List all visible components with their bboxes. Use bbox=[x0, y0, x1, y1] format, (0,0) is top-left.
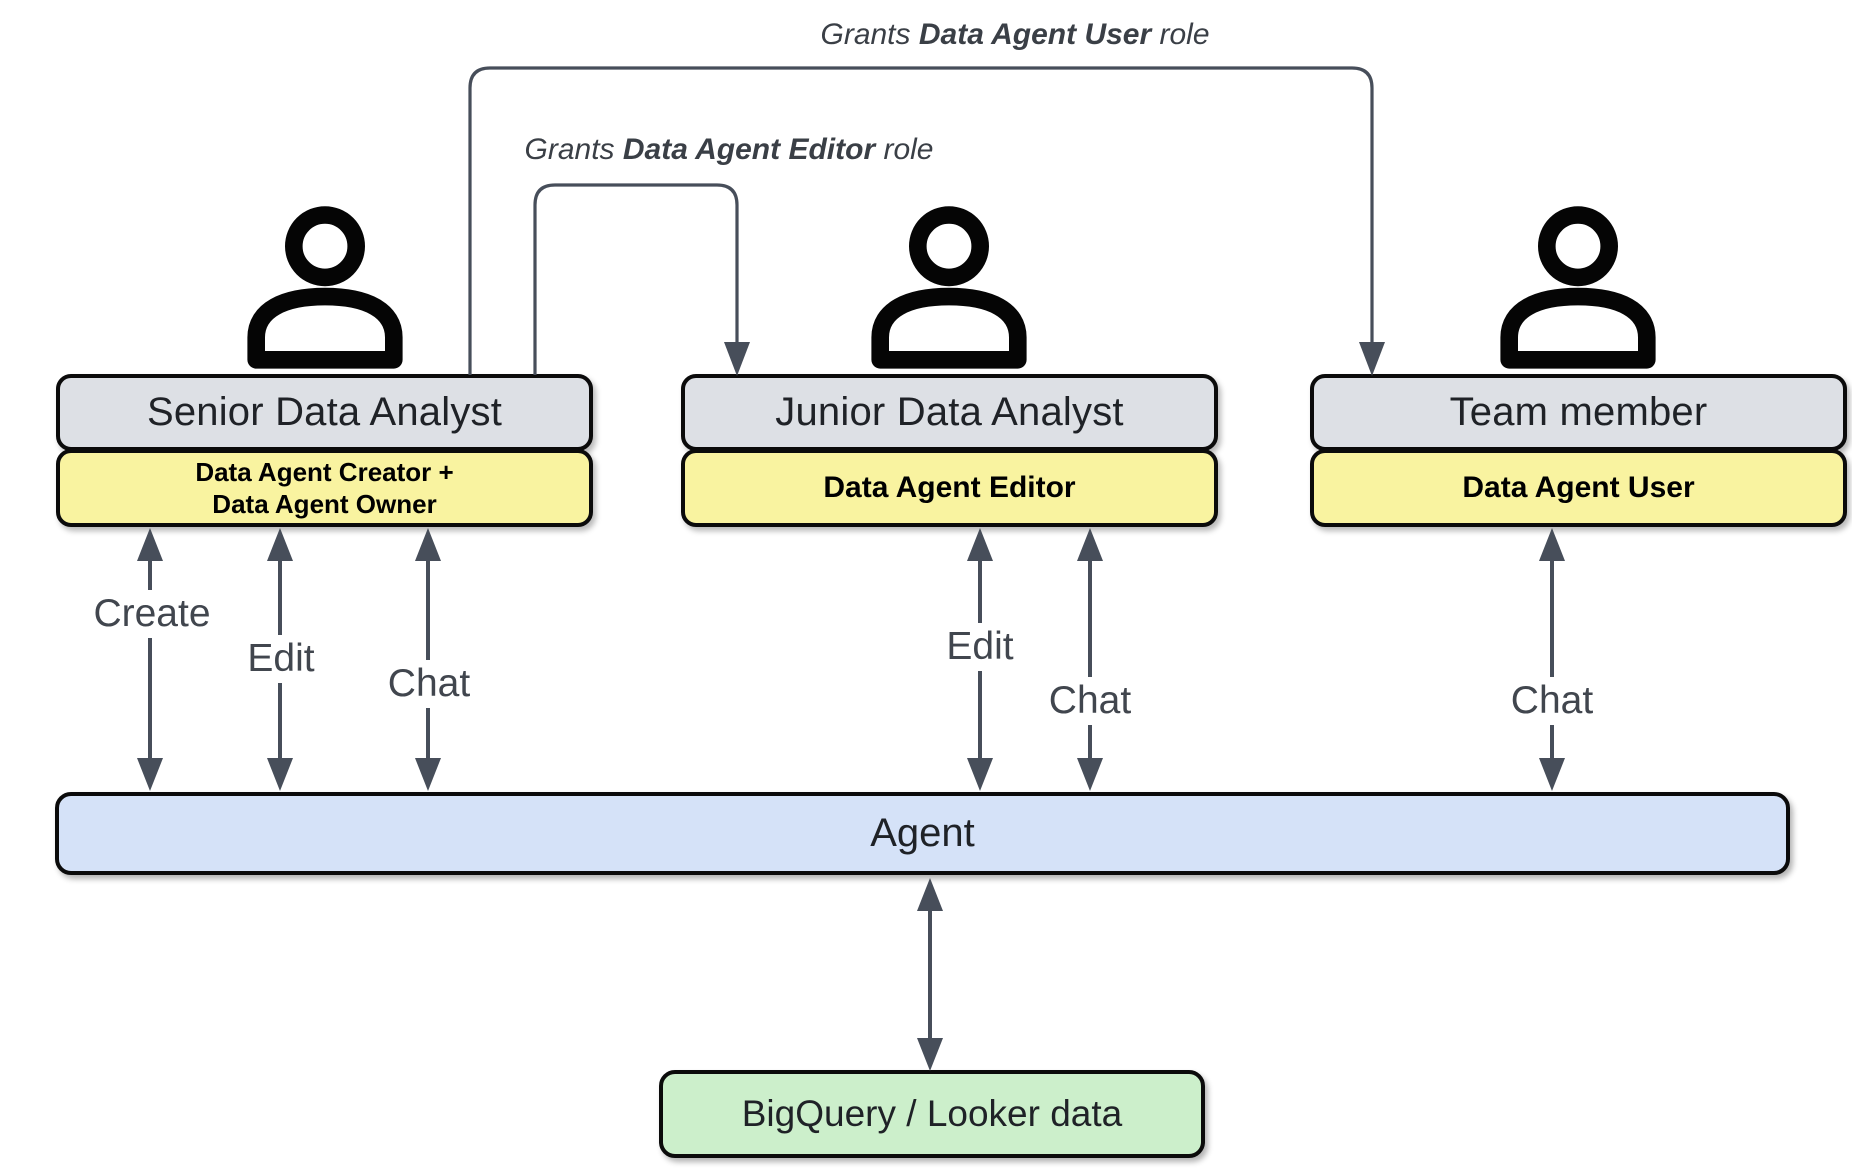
person-icon bbox=[871, 206, 1027, 369]
grant-editor-role-label: Grants Data Agent Editor role bbox=[525, 133, 934, 167]
grant-editor-connector bbox=[533, 183, 750, 376]
person-icon bbox=[1500, 206, 1656, 369]
arrowhead-down-icon bbox=[1359, 342, 1385, 376]
agent-bar: Agent bbox=[55, 792, 1790, 875]
grant-user-role-label: Grants Data Agent User role bbox=[820, 18, 1209, 52]
actor-box-senior-data-analyst: Senior Data Analyst bbox=[56, 374, 593, 451]
role-badge-line: Data Agent Creator + bbox=[195, 456, 454, 487]
action-label-chat-team: Chat bbox=[1503, 677, 1601, 725]
grant-label-text: Grants bbox=[820, 18, 919, 51]
actor-name: Senior Data Analyst bbox=[146, 390, 503, 434]
role-badge-line: Data Agent Editor bbox=[823, 471, 1076, 504]
grant-label-role: Data Agent User bbox=[918, 18, 1152, 51]
create-arrow bbox=[137, 528, 163, 791]
data-source-label: BigQuery / Looker data bbox=[741, 1093, 1123, 1134]
agent-data-arrow bbox=[917, 878, 943, 1071]
action-label-chat-junior: Chat bbox=[1041, 677, 1139, 725]
chat-arrow-team bbox=[1539, 528, 1565, 791]
person-icon bbox=[1498, 204, 1658, 370]
action-label-edit-senior: Edit bbox=[240, 635, 322, 683]
person-icon bbox=[247, 206, 403, 369]
role-badge-line: Data Agent User bbox=[1462, 471, 1695, 504]
person-icon bbox=[869, 204, 1029, 370]
arrowhead-down-icon bbox=[724, 342, 750, 376]
actor-box-junior-data-analyst: Junior Data Analyst bbox=[681, 374, 1218, 451]
actor-name: Team member bbox=[1449, 390, 1708, 434]
grant-label-text: role bbox=[875, 133, 934, 166]
agent-label: Agent bbox=[870, 811, 975, 855]
actor-name: Junior Data Analyst bbox=[775, 390, 1124, 434]
role-badge-editor: Data Agent Editor bbox=[681, 449, 1218, 527]
action-label-chat-senior: Chat bbox=[380, 660, 478, 708]
actor-box-team-member: Team member bbox=[1310, 374, 1847, 451]
chat-arrow-junior bbox=[1077, 528, 1103, 791]
person-icon bbox=[245, 204, 405, 370]
role-badge-creator-owner: Data Agent Creator + Data Agent Owner bbox=[56, 449, 593, 527]
action-label-create: Create bbox=[86, 590, 218, 638]
role-badge-user: Data Agent User bbox=[1310, 449, 1847, 527]
role-badge-line: Data Agent Owner bbox=[212, 489, 437, 519]
action-label-edit-junior: Edit bbox=[939, 623, 1021, 671]
grant-label-role: Data Agent Editor bbox=[622, 133, 876, 166]
grant-label-text: Grants bbox=[524, 133, 623, 166]
bigquery-looker-data-box: BigQuery / Looker data bbox=[659, 1070, 1205, 1158]
grant-label-text: role bbox=[1151, 18, 1210, 51]
